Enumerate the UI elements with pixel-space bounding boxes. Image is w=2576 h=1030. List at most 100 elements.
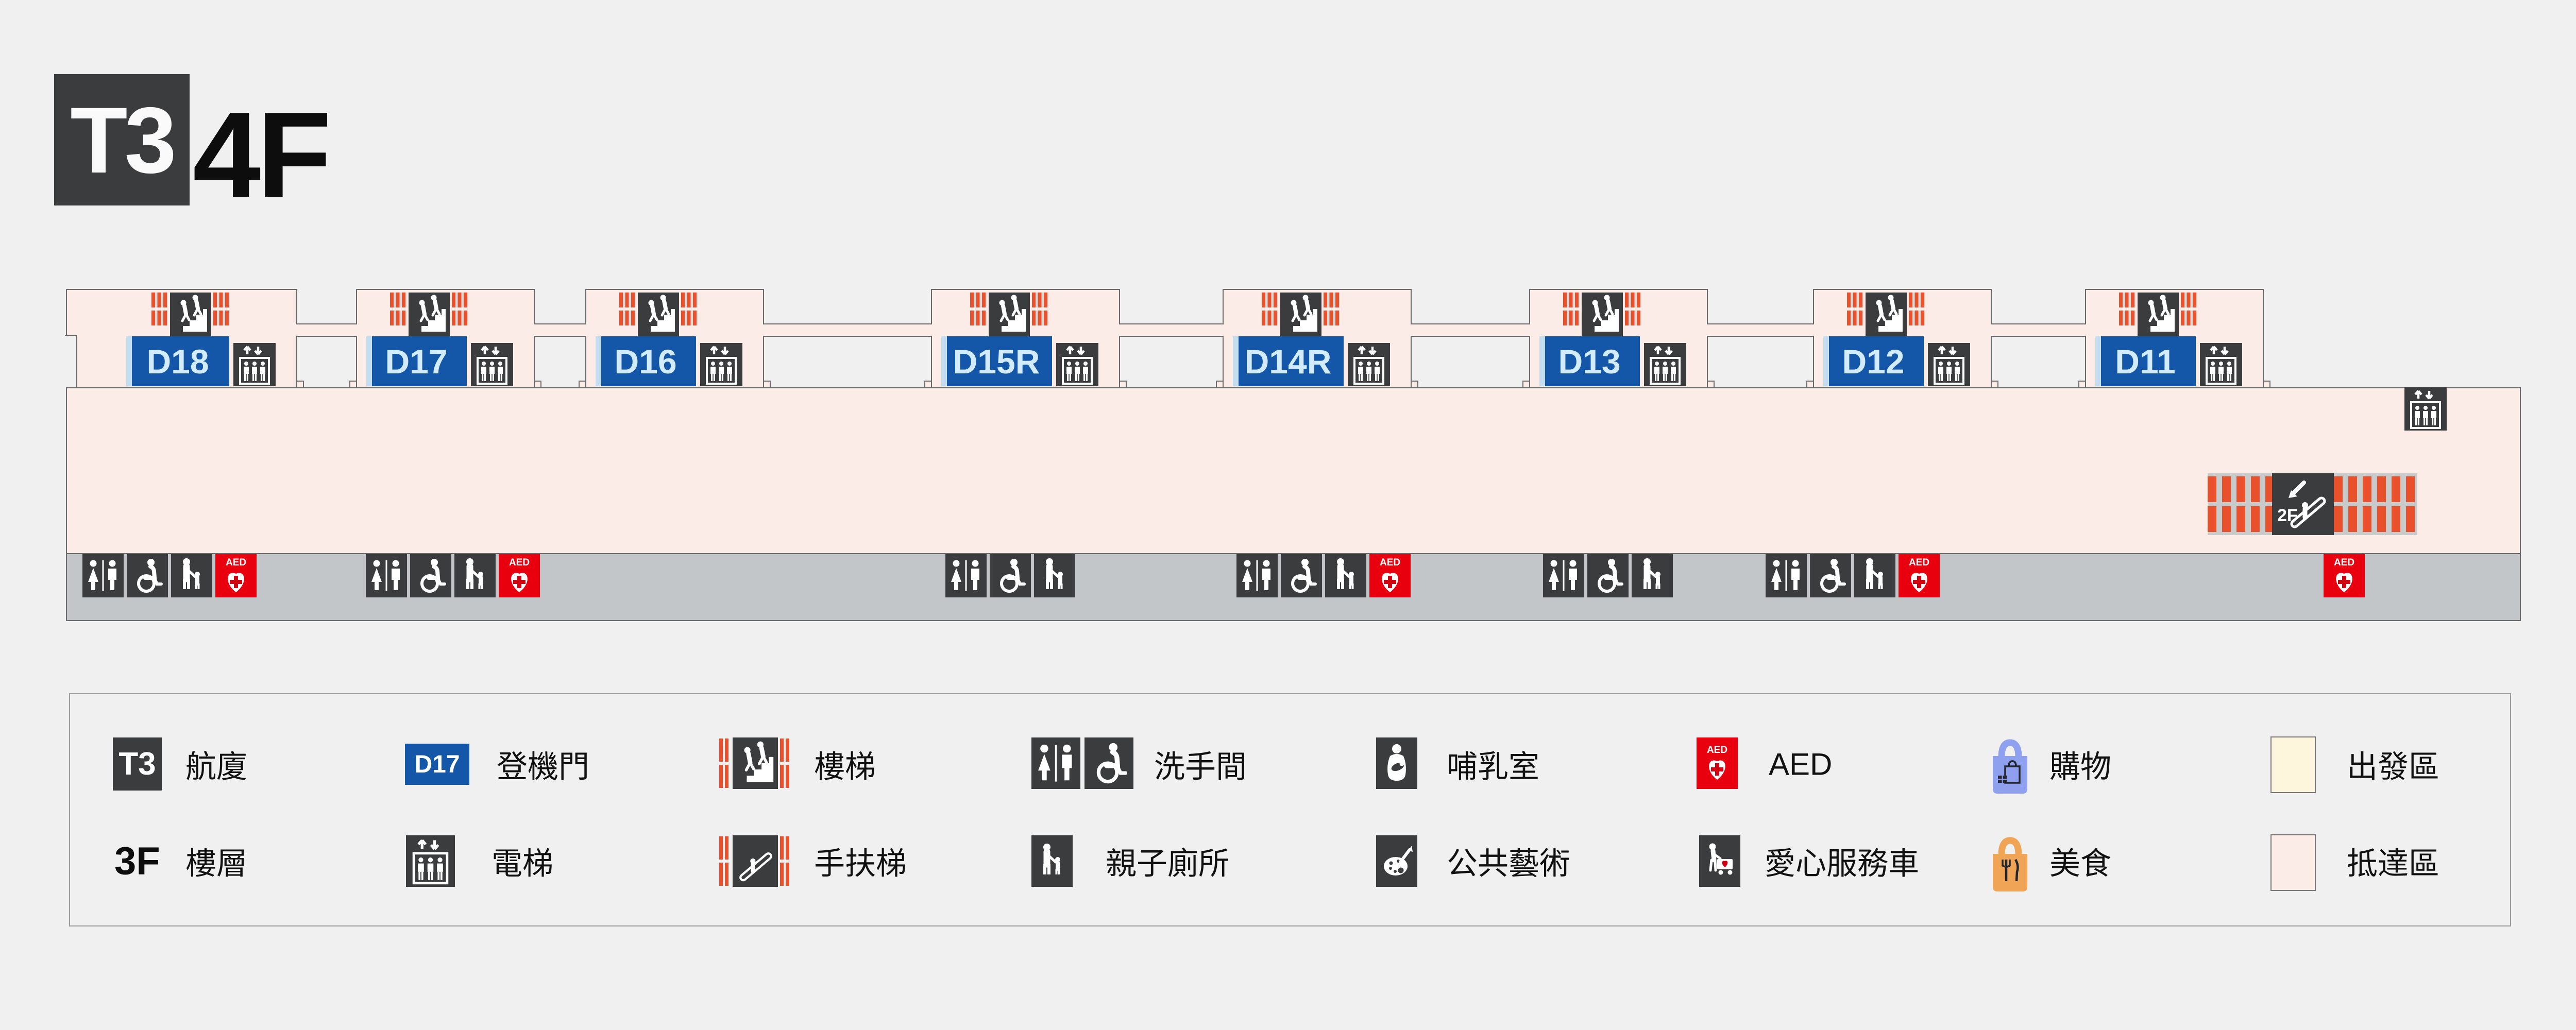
stairs-icon [1286, 295, 1317, 332]
elevator-icon-box [2404, 387, 2447, 431]
escalator-to-2f: 2F [2272, 473, 2334, 535]
departure-area-swatch [2270, 736, 2316, 793]
stairs-legend-icon [733, 737, 778, 789]
gate-label-text: D13 [1558, 342, 1621, 381]
family-icon [1643, 558, 1660, 589]
stairs-icon [644, 295, 675, 332]
elevator-icon [1649, 346, 1681, 385]
family-icon [1043, 844, 1060, 874]
aed-icon-box: AED [499, 554, 540, 597]
floor-title-label: 4F [193, 87, 332, 224]
roof-strip [296, 323, 357, 337]
stairs-icon [1588, 295, 1619, 332]
aed-icon: AED [1380, 557, 1400, 592]
legend-label-aed: AED [1769, 747, 1833, 782]
floor-legend-text: 3F [114, 839, 160, 883]
notch-step [2263, 381, 2270, 387]
elevator-icon [1061, 346, 1093, 385]
stair-stripes [619, 293, 636, 325]
roof-strip [533, 323, 586, 337]
elevator-icon-box [700, 343, 742, 386]
svg-text:AED: AED [1707, 745, 1727, 756]
family-icon-box [1632, 554, 1673, 597]
legend-label-family: 親子廁所 [1106, 846, 1229, 881]
family-icon [1046, 558, 1063, 589]
wheelchair-icon [1000, 559, 1026, 593]
stair-stripes [681, 293, 698, 325]
arrival-area-swatch [2270, 834, 2316, 891]
elevator-icon-box [470, 343, 513, 386]
notch-step [2078, 381, 2085, 387]
legend-label-art: 公共藝術 [1447, 846, 1570, 881]
elevator-icon [2205, 346, 2236, 385]
building-notch [65, 335, 77, 387]
escalator-floor-label: 2F [2277, 506, 2298, 525]
elevator-icon [239, 346, 270, 385]
gate-label-text: D15R [953, 342, 1040, 381]
toilet-icon-box [945, 554, 987, 597]
notch-step [1215, 381, 1223, 387]
family-icon [466, 558, 483, 589]
gate-label-d13: D13 [1539, 336, 1640, 386]
wheelchair-icon [1820, 559, 1846, 593]
aed-icon-box: AED [1369, 554, 1411, 597]
legend-label-elevator: 電梯 [492, 846, 553, 881]
stair-stripes [1032, 293, 1048, 325]
escalator-stripes [2208, 506, 2272, 532]
wheelchair-icon [137, 559, 163, 593]
notch-step [578, 381, 585, 387]
stair-stripes [1324, 293, 1340, 325]
arrival-hall-area [66, 387, 2521, 553]
legend-label-shopping: 購物 [2049, 749, 2111, 784]
stair-stripes [151, 293, 168, 325]
wheelchair-icon-box [127, 554, 168, 597]
family-legend-icon [1031, 835, 1073, 887]
shopping-icon [1993, 739, 2027, 794]
wheelchair-icon [1096, 743, 1128, 784]
notch-step [349, 381, 356, 387]
toilet-icon-box [1543, 554, 1584, 597]
roof-strip [1410, 323, 1530, 337]
stair-stripes [2181, 293, 2197, 325]
terminal-badge-label: T3 [70, 87, 176, 193]
toilet-icon [88, 560, 116, 591]
legend-label-floor: 樓層 [185, 846, 247, 881]
toilet-icon-box [1236, 554, 1278, 597]
wheelchair-legend-icon [1084, 737, 1133, 789]
elevator-icon [1353, 346, 1384, 385]
toilet-icon [1242, 560, 1270, 591]
elevator-icon-box [1927, 343, 1970, 386]
cart-legend-icon [1699, 835, 1740, 887]
aed-icon: AED [1909, 557, 1929, 592]
elevator-icon [705, 346, 737, 385]
gate-label-d12: D12 [1823, 336, 1924, 386]
stair-stripes [452, 293, 468, 325]
legend-label-gate: 登機門 [497, 749, 589, 784]
terminal-legend-icon: T3 [113, 737, 162, 791]
notch-step [924, 381, 931, 387]
gate-label-text: D11 [2115, 342, 2176, 381]
toilet-icon [1549, 560, 1577, 591]
notch-step [1411, 381, 1418, 387]
wheelchair-icon-box [410, 554, 451, 597]
svg-text:AED: AED [1909, 557, 1929, 568]
gate-label-d15r: D15R [941, 336, 1052, 386]
gate-label-text: D14R [1244, 342, 1332, 381]
stairs-icon [415, 295, 446, 332]
notch-step [1522, 381, 1529, 387]
stair-stripes [1909, 293, 1925, 325]
family-icon-box [171, 554, 212, 597]
stairs-icon-box [989, 293, 1030, 337]
toilet-icon [951, 560, 979, 591]
stair-stripes [1563, 293, 1580, 325]
escalator-down-icon [2289, 480, 2326, 528]
gate-label-text: D18 [146, 342, 209, 381]
stair-stripes [1625, 293, 1641, 325]
gate-label-text: D17 [385, 342, 448, 381]
roof-strip [1706, 323, 1814, 337]
aed-icon-box: AED [215, 554, 257, 597]
svg-text:AED: AED [509, 557, 530, 568]
cart-icon [1709, 843, 1733, 875]
stairs-icon [176, 295, 207, 332]
